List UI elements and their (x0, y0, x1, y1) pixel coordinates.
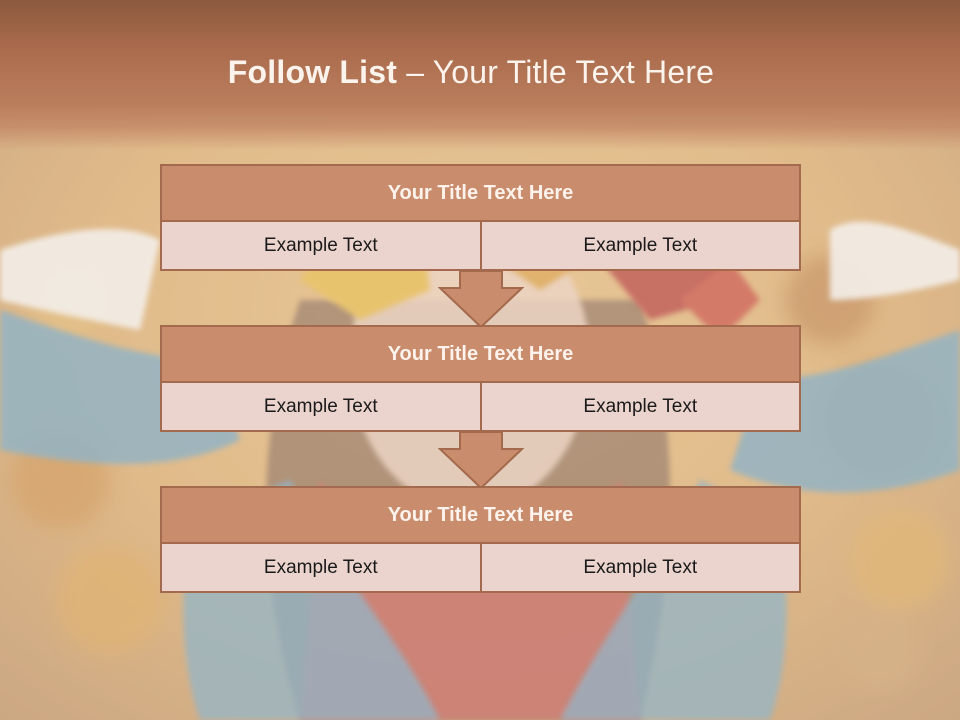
step-cell-left: Example Text (162, 544, 480, 591)
title-band (0, 0, 960, 150)
step-title: Your Title Text Here (162, 327, 799, 383)
step-row: Example Text Example Text (162, 544, 799, 591)
step-cell-right: Example Text (479, 222, 799, 269)
down-arrow-icon (438, 270, 524, 328)
step-cell-right: Example Text (479, 383, 799, 430)
step-title: Your Title Text Here (162, 166, 799, 222)
step-cell-left: Example Text (162, 383, 480, 430)
step-row: Example Text Example Text (162, 222, 799, 269)
slide-title: Follow List – Your Title Text Here (0, 54, 942, 91)
step-box-1: Your Title Text Here Example Text Exampl… (160, 164, 801, 271)
step-cell-right: Example Text (479, 544, 799, 591)
step-title: Your Title Text Here (162, 488, 799, 544)
slide-title-rest: – Your Title Text Here (406, 54, 715, 90)
slide-title-bold: Follow List (227, 54, 398, 90)
step-row: Example Text Example Text (162, 383, 799, 430)
step-box-3: Your Title Text Here Example Text Exampl… (160, 486, 801, 593)
step-box-2: Your Title Text Here Example Text Exampl… (160, 325, 801, 432)
down-arrow-icon (438, 431, 524, 489)
step-cell-left: Example Text (162, 222, 480, 269)
